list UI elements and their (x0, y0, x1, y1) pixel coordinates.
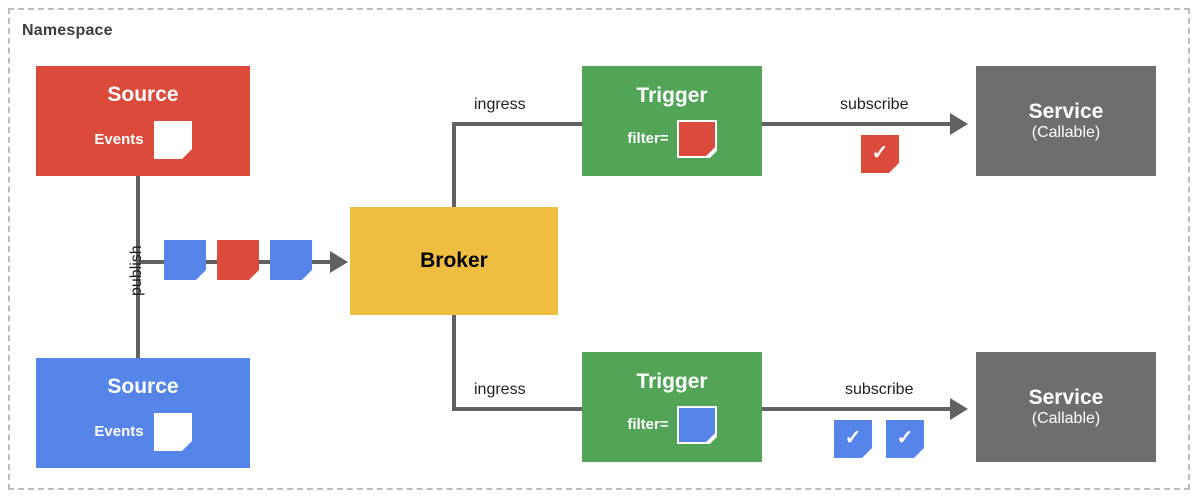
source-blue-events-label: Events (94, 423, 144, 441)
broker-to-bottom-trigger-hline (452, 407, 584, 411)
namespace-frame (8, 8, 1190, 490)
event-note-icon-shape (270, 240, 312, 280)
namespace-label: Namespace (22, 22, 113, 39)
event-note-icon (676, 119, 717, 158)
ingress-top-label: ingress (474, 96, 526, 113)
service-top-subtitle: (Callable) (1031, 123, 1101, 141)
subscribe-bottom-line (760, 407, 952, 411)
broker-to-top-trigger-hline (452, 122, 584, 126)
broker-title: Broker (420, 249, 488, 273)
subscribe-top-line (760, 122, 952, 126)
event-note-icon-shape (676, 119, 717, 158)
trigger-bottom-title: Trigger (636, 370, 708, 394)
check-glyph: ✓ (844, 427, 862, 449)
event-note-icon-shape (217, 240, 259, 280)
event-check-icon-shape (861, 135, 899, 173)
broker-to-top-trigger-vline (452, 122, 456, 208)
broker-to-bottom-trigger-vline (452, 315, 456, 411)
ingress-bottom-label: ingress (474, 381, 526, 398)
service-top-title: Service (1028, 99, 1104, 123)
event-check-icon: ✓ (861, 135, 899, 173)
service-top-box[interactable]: Service (Callable) (976, 66, 1156, 176)
trigger-top-filter-label: filter= (627, 130, 669, 148)
source-red-box[interactable]: Source Events (36, 66, 250, 176)
source-trunk-line (136, 176, 140, 358)
event-note-icon-shape (153, 412, 192, 451)
source-blue-title: Source (107, 375, 179, 399)
trigger-bottom-box[interactable]: Trigger filter= (582, 352, 762, 462)
trigger-top-title: Trigger (636, 84, 708, 108)
source-blue-box[interactable]: Source Events (36, 358, 250, 468)
publish-label: publish (128, 245, 145, 296)
event-note-icon-shape (164, 240, 206, 280)
check-glyph: ✓ (896, 427, 914, 449)
event-note-icon (676, 405, 717, 444)
service-bottom-subtitle: (Callable) (1031, 409, 1101, 427)
subscribe-bottom-arrow (950, 398, 968, 420)
event-note-icon (217, 240, 259, 280)
broker-box[interactable]: Broker (350, 207, 558, 315)
check-glyph: ✓ (871, 142, 889, 164)
publish-arrow (330, 251, 348, 273)
source-red-events-label: Events (94, 131, 144, 149)
service-bottom-title: Service (1028, 385, 1104, 409)
event-check-icon-shape (886, 420, 924, 458)
event-note-icon (153, 412, 192, 451)
trigger-bottom-filter-label: filter= (627, 416, 669, 434)
event-note-icon (164, 240, 206, 280)
subscribe-top-label: subscribe (840, 96, 909, 113)
event-note-icon (153, 120, 192, 159)
subscribe-top-arrow (950, 113, 968, 135)
subscribe-bottom-label: subscribe (845, 381, 914, 398)
event-note-icon (270, 240, 312, 280)
trigger-top-box[interactable]: Trigger filter= (582, 66, 762, 176)
service-bottom-box[interactable]: Service (Callable) (976, 352, 1156, 462)
source-red-title: Source (107, 83, 179, 107)
event-check-icon: ✓ (834, 420, 872, 458)
event-note-icon-shape (153, 120, 192, 159)
event-note-icon-shape (676, 405, 717, 444)
event-check-icon-shape (834, 420, 872, 458)
event-check-icon: ✓ (886, 420, 924, 458)
